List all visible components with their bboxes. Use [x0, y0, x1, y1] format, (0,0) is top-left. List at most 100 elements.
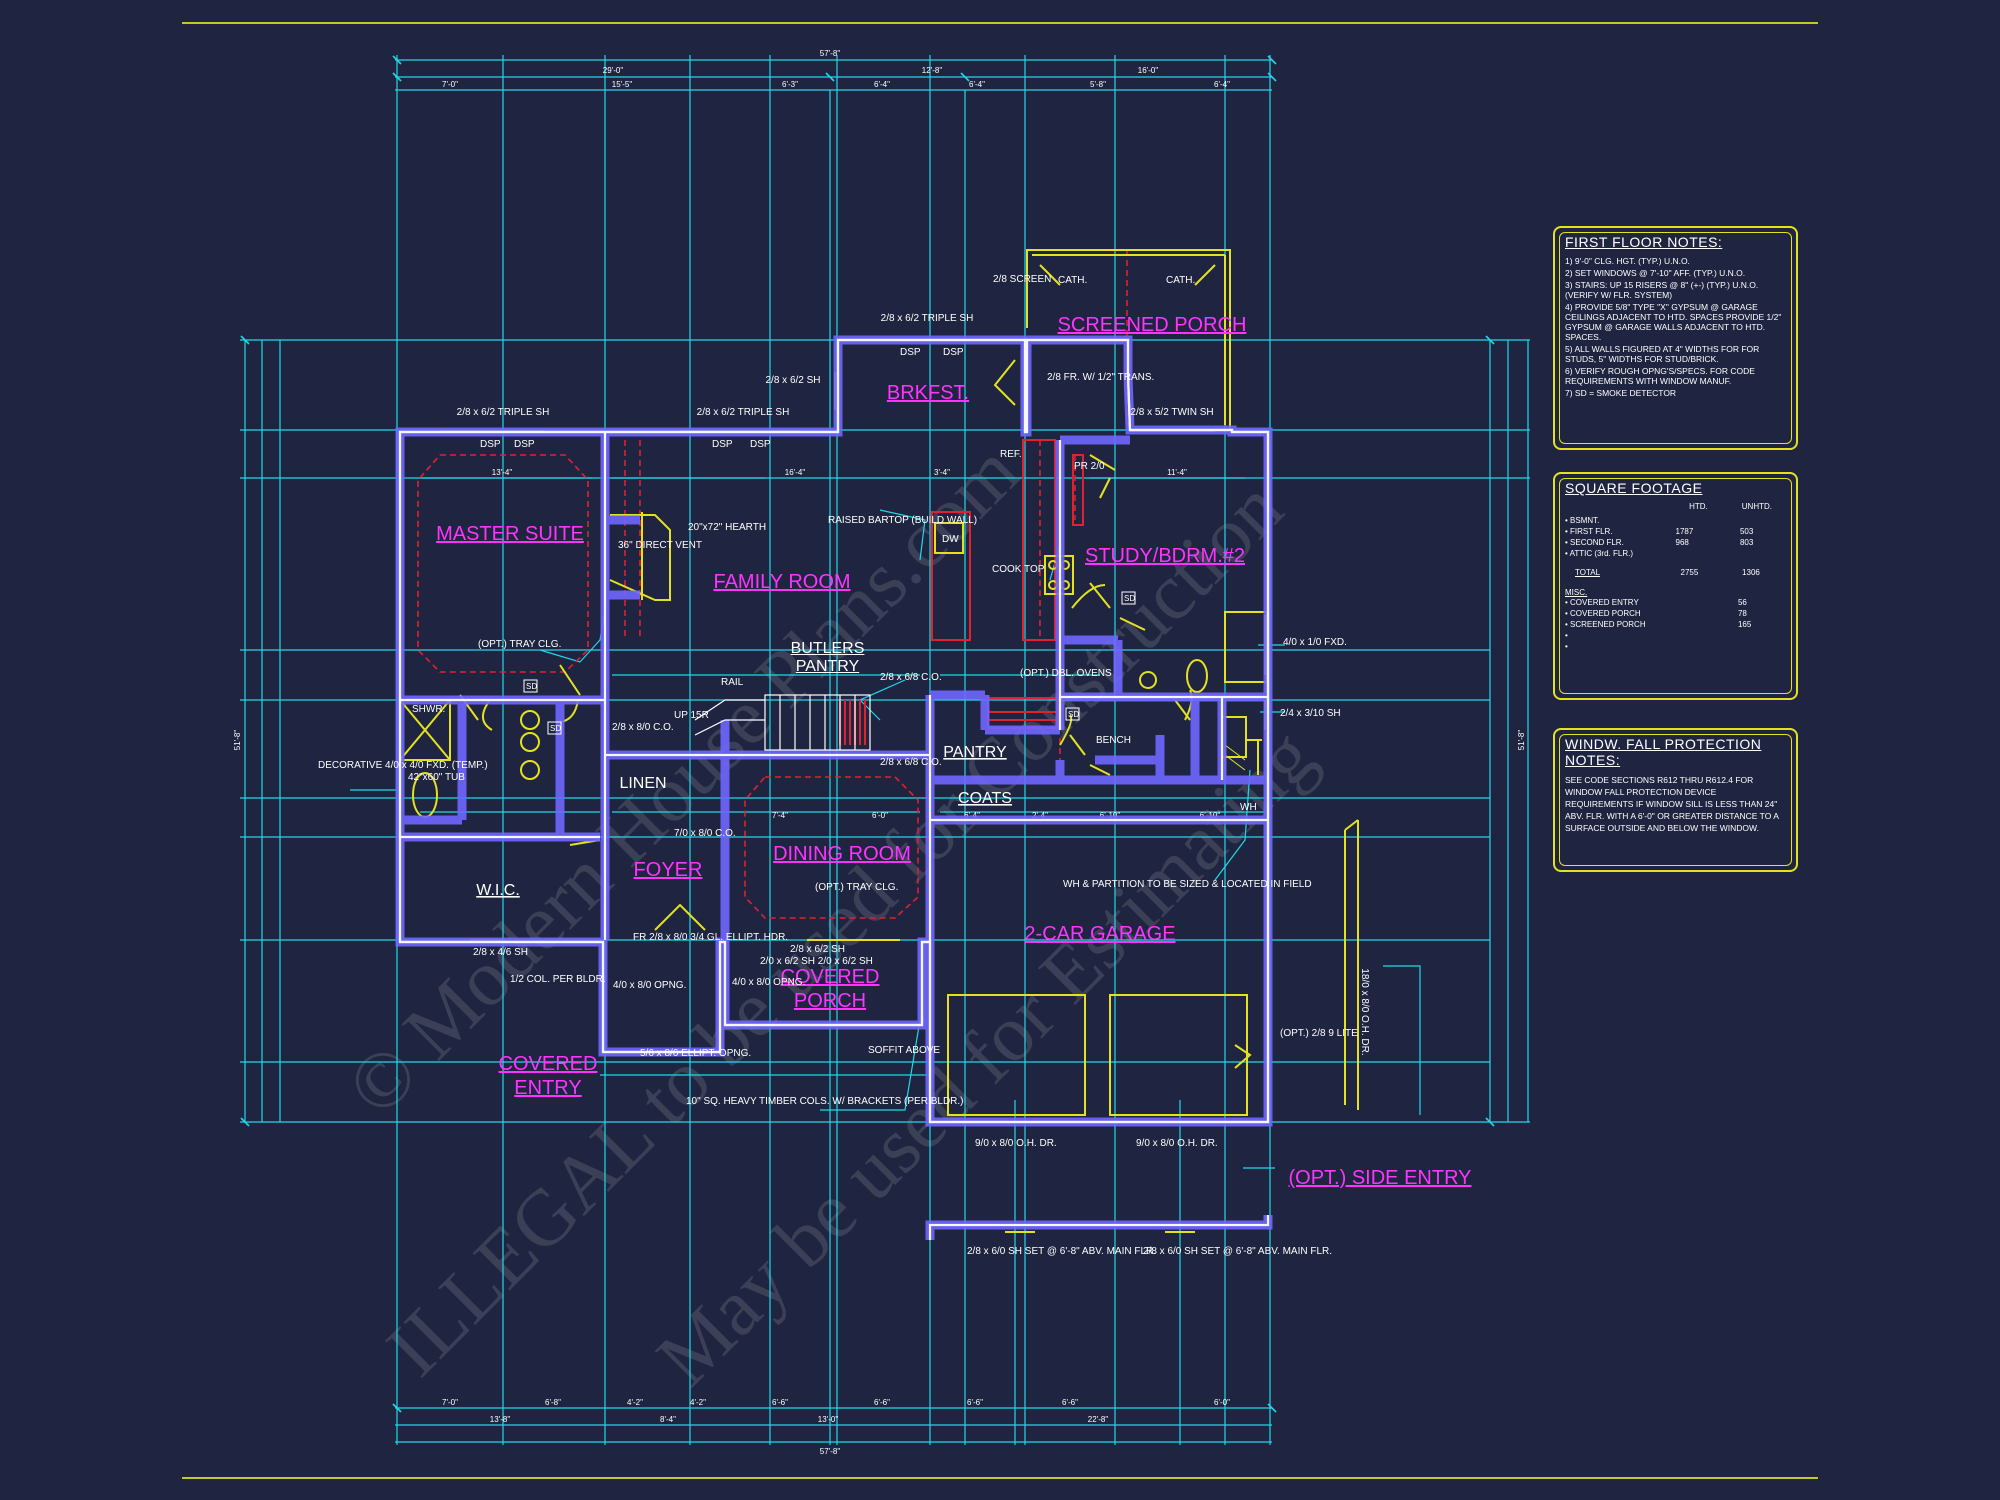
label-ref: REF. [1000, 449, 1022, 460]
sqft-row: • FIRST FLR. 1787 503 [1565, 526, 1786, 537]
label-twin-sh: 2/8 x 5/2 TWIN SH [1130, 407, 1213, 418]
sqft-row: • BSMNT. [1565, 515, 1786, 526]
dimension-ticks [240, 55, 1495, 1413]
annotation-labels: 2/8 x 6/2 TRIPLE SH 2/8 x 6/2 TRIPLE SH … [318, 274, 1370, 1257]
label-wh-note: WH & PARTITION TO BE SIZED & LOCATED IN … [1063, 879, 1312, 890]
dim-bot-2g: 6'-6" [967, 1398, 983, 1407]
label-sh-46: 2/8 x 4/6 SH [473, 947, 528, 958]
misc-row: • COVERED PORCH 78 [1565, 608, 1786, 619]
room-brkfst: BRKFST. [887, 382, 969, 404]
dim-bot-c: 13'-0" [818, 1415, 839, 1424]
room-wic: W.I.C. [476, 882, 520, 899]
fall-protection-text: SEE CODE SECTIONS R612 THRU R612.4 FOR W… [1565, 775, 1779, 833]
dim-top-c: 16'-0" [1138, 66, 1159, 75]
label-co-4: 7/0 x 8/0 C.O. [674, 828, 736, 839]
label-nine-lite: (OPT.) 2/8 9 LITE [1280, 1028, 1358, 1039]
svg-text:SD: SD [550, 724, 561, 733]
dim-left-total: 51'-8" [233, 730, 242, 751]
note-line: 2) SET WINDOWS @ 7'-10" AFF. (TYP.) U.N.… [1565, 268, 1746, 278]
label-col: 1/2 COL. PER BLDR. [510, 974, 606, 985]
label-garage-win-2: 2/8 x 6/0 SH SET @ 6'-8" ABV. MAIN FLR. [1143, 1246, 1332, 1257]
label-dbl-ovens: (OPT.) DBL. OVENS [1020, 668, 1112, 679]
dim-overall-top: 57'-8" [820, 49, 841, 58]
room-side-entry: (OPT.) SIDE ENTRY [1289, 1167, 1472, 1189]
smoke-detectors [523, 591, 1136, 735]
square-footage-title: SQUARE FOOTAGE [1565, 480, 1703, 496]
label-triple-sh-brkfst: 2/8 x 6/2 TRIPLE SH [881, 313, 974, 324]
dim-right-total: 51'-8" [1517, 730, 1526, 751]
walls [395, 335, 1273, 1240]
label-triple-sh-family: 2/8 x 6/2 TRIPLE SH [697, 407, 790, 418]
room-labels-secondary: BUTLERS PANTRY PANTRY COATS LINEN W.I.C. [476, 640, 1012, 899]
sqft-total-row: TOTAL 2755 1306 [1565, 567, 1786, 578]
room-foyer: FOYER [634, 859, 703, 881]
label-sh-mid: 2/0 x 6/2 SH 2/0 x 6/2 SH [760, 956, 873, 967]
room-labels: MASTER SUITE FAMILY ROOM BRKFST. SCREENE… [436, 314, 1471, 1189]
label-sh-mid-top: 2/8 x 6/2 SH [790, 944, 845, 955]
col-unhtd: UNHTD. [1741, 502, 1772, 511]
sqft-unhtd [1740, 515, 1786, 526]
dim-top-2e: 6'-4" [969, 80, 985, 89]
label-fr-trans: 2/8 FR. W/ 1/2" TRANS. [1047, 372, 1154, 383]
dim-bot-b: 8'-4" [660, 1415, 676, 1424]
sqft-htd: 1787 [1675, 527, 1694, 536]
dim-top-2a: 7'-0" [442, 80, 458, 89]
dim-top-b: 12'-8" [922, 66, 943, 75]
label-hearth: 20"x72" HEARTH [688, 522, 766, 533]
svg-text:SD: SD [1124, 594, 1135, 603]
note-line: 1) 9'-0" CLG. HGT. (TYP.) U.N.O. [1565, 256, 1690, 266]
col-htd: HTD. [1689, 502, 1708, 511]
dim-family-width: 16'-4" [785, 468, 806, 477]
label-ohdr-2: 9/0 x 8/0 O.H. DR. [1136, 1138, 1218, 1149]
dim-top-2b: 15'-5" [612, 80, 633, 89]
dim-master-width: 13'-4" [492, 468, 513, 477]
label-cook-top: COOK TOP [992, 564, 1045, 575]
sqft-row: • ATTIC (3rd. FLR.) [1565, 548, 1786, 559]
misc-title: MISC. [1565, 588, 1588, 597]
label-fr-ellipt: FR 2/8 x 8/0 3/4 GL. ELLIPT. HDR. [633, 932, 788, 943]
label-tray-clg-dining: (OPT.) TRAY CLG. [815, 882, 898, 893]
misc-row: • [1565, 641, 1786, 652]
label-direct-vent: 36" DIRECT VENT [618, 540, 702, 551]
square-footage-header: HTD. UNHTD. [1565, 502, 1786, 511]
sqft-name: • ATTIC (3rd. FLR.) [1565, 549, 1633, 558]
dim-bot-2e: 6'-6" [772, 1398, 788, 1407]
fall-protection-title: WINDW. FALL PROTECTION NOTES: [1565, 736, 1762, 768]
label-ohdr-side: 18/0 x 8/0 O.H. DR. [1359, 968, 1370, 1055]
label-dw: DW [942, 534, 959, 545]
label-co-3: 2/8 x 6/8 C.O. [880, 757, 942, 768]
note-line: 7) SD = SMOKE DETECTOR [1565, 388, 1677, 398]
sqft-row: • SECOND FLR. 968 803 [1565, 537, 1786, 548]
sqft-name: TOTAL [1575, 568, 1601, 577]
room-garage: 2-CAR GARAGE [1024, 923, 1175, 945]
label-up: UP 15R [674, 710, 709, 721]
smoke-detector-labels: SD SD SD SD [526, 594, 1135, 733]
label-timber-cols: 10" SQ. HEAVY TIMBER COLS. W/ BRACKETS (… [686, 1096, 964, 1107]
dim-top-2c: 6'-3" [782, 80, 798, 89]
room-coats: COATS [958, 790, 1012, 807]
sqft-unhtd: 503 [1739, 527, 1754, 536]
sqft-unhtd: 803 [1739, 538, 1754, 547]
sqft-name: • SECOND FLR. [1565, 538, 1624, 547]
label-dsp-4: DSP [750, 439, 771, 450]
note-line: 3) STAIRS: UP 15 RISERS @ 8" (+-) (TYP.)… [1565, 280, 1759, 300]
label-dsp-5: DSP [900, 347, 921, 358]
label-screen: 2/8 SCREEN [993, 274, 1051, 285]
sqft-unhtd [1740, 548, 1786, 559]
misc-val: 165 [1737, 620, 1752, 629]
dim-top-2g: 6'-4" [1214, 80, 1230, 89]
label-sh-310: 2/4 x 3/10 SH [1280, 708, 1341, 719]
dim-dining-b: 6'-0" [872, 811, 888, 820]
sqft-htd: 968 [1675, 538, 1689, 547]
label-bartop: RAISED BARTOP (BUILD WALL) [828, 515, 977, 526]
room-linen: LINEN [619, 775, 666, 792]
svg-text:SD: SD [526, 682, 537, 691]
dimension-lines [240, 55, 1530, 1445]
label-wh: WH [1240, 802, 1257, 813]
label-shwr: SHWR. [412, 704, 445, 715]
note-line: 5) ALL WALLS FIGURED AT 4" WIDTHS FOR FO… [1565, 344, 1760, 364]
label-garage-win-1: 2/8 x 6/0 SH SET @ 6'-8" ABV. MAIN FLR. [967, 1246, 1156, 1257]
label-cath-2: CATH. [1166, 275, 1195, 286]
misc-val [1738, 641, 1786, 652]
sqft-name: • FIRST FLR. [1565, 527, 1613, 536]
